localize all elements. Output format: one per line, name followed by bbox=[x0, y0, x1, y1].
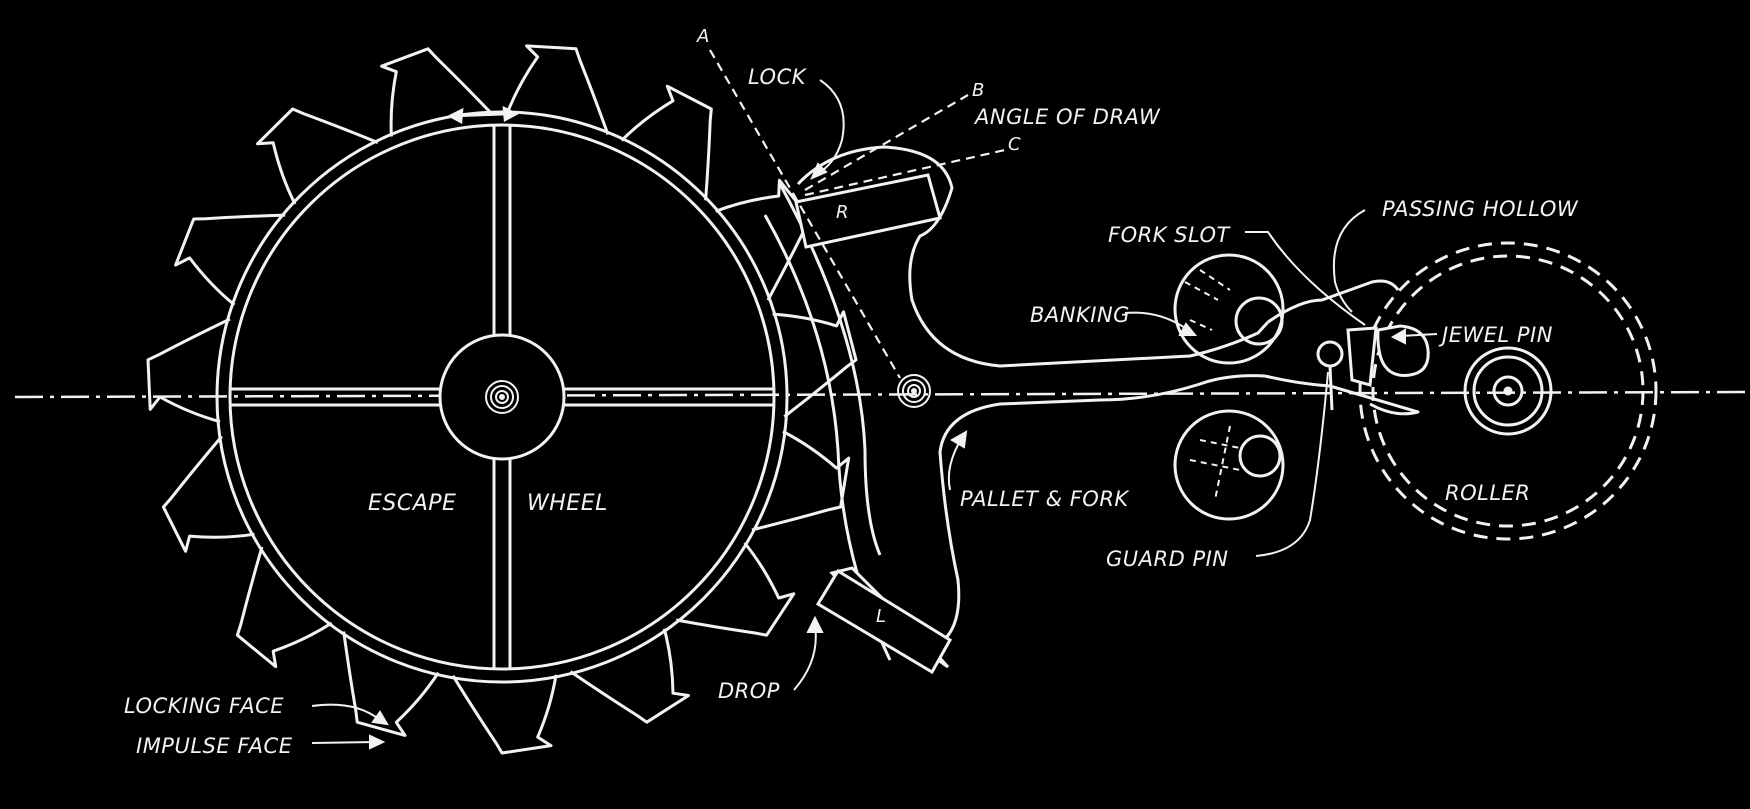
label-fork-slot: FORK SLOT bbox=[1108, 223, 1232, 247]
label-impulse-face: IMPULSE FACE bbox=[136, 734, 293, 758]
label-banking: BANKING bbox=[1030, 303, 1130, 327]
escape-wheel-rim-outer bbox=[215, 110, 789, 684]
escape-wheel-tooth bbox=[256, 107, 379, 205]
escape-wheel-tooth bbox=[505, 44, 610, 136]
escape-wheel-tooth bbox=[235, 546, 333, 669]
pallet-jewel-l: L bbox=[815, 566, 953, 675]
escape-wheel-tooth bbox=[675, 541, 796, 637]
escape-wheel-arbor bbox=[485, 380, 519, 414]
banking-pin-lower bbox=[1173, 409, 1285, 521]
guard-pin bbox=[1316, 340, 1344, 368]
escape-wheel-tooth bbox=[715, 178, 812, 301]
escape-wheel-tooth bbox=[772, 310, 858, 418]
label-pallet-fork: PALLET & FORK bbox=[960, 487, 1130, 511]
rotation-arrow-icon bbox=[447, 105, 519, 125]
pallet-r-label: R bbox=[836, 202, 849, 223]
label-lock: LOCK bbox=[748, 65, 808, 89]
label-escape: ESCAPE bbox=[368, 491, 456, 516]
pallet-arbor bbox=[897, 374, 931, 408]
label-jewel-pin: JEWEL PIN bbox=[1438, 323, 1553, 347]
label-wheel: WHEEL bbox=[527, 491, 608, 516]
leader-lines bbox=[311, 79, 1438, 750]
escape-wheel-tooth bbox=[146, 317, 231, 424]
escape-wheel-tooth bbox=[161, 435, 255, 553]
label-angle-of-draw: ANGLE OF DRAW bbox=[973, 105, 1161, 129]
escape-wheel-tooth bbox=[751, 430, 851, 532]
label-b: B bbox=[972, 80, 985, 101]
escape-wheel-tooth bbox=[174, 213, 286, 307]
label-roller: ROLLER bbox=[1445, 481, 1530, 505]
pallet-jewel-r: R bbox=[794, 173, 942, 249]
label-locking-face: LOCKING FACE bbox=[124, 694, 284, 718]
escape-wheel bbox=[146, 44, 858, 755]
escape-wheel-tooth bbox=[569, 628, 690, 724]
label-passing-hollow: PASSING HOLLOW bbox=[1382, 197, 1579, 221]
escape-wheel-tooth bbox=[380, 47, 494, 137]
banking-pin-upper bbox=[1173, 253, 1285, 365]
reference-lines bbox=[709, 49, 1006, 379]
roller bbox=[1358, 241, 1658, 541]
label-guard-pin: GUARD PIN bbox=[1106, 547, 1229, 571]
escape-wheel-spokes bbox=[230, 125, 774, 669]
jewel-pin bbox=[1346, 324, 1430, 387]
center-line bbox=[14, 390, 1746, 399]
escape-wheel-rim-inner bbox=[228, 123, 776, 671]
pallet-l-label: L bbox=[876, 606, 887, 627]
label-c: C bbox=[1008, 134, 1021, 155]
escape-wheel-teeth bbox=[146, 44, 858, 755]
label-a: A bbox=[696, 26, 710, 47]
label-drop: DROP bbox=[718, 679, 780, 703]
escape-wheel-tooth bbox=[342, 631, 440, 737]
escape-wheel-tooth bbox=[620, 84, 713, 201]
escape-wheel-tooth bbox=[451, 674, 558, 755]
